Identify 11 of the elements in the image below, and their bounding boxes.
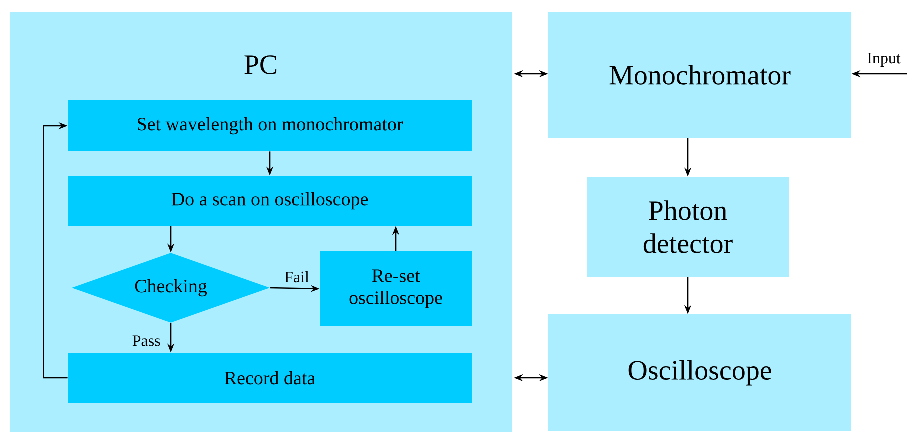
process-box: Re-set oscilloscope <box>320 252 472 326</box>
edge-label: Fail <box>285 271 310 283</box>
process-box: Do a scan on oscilloscope <box>68 176 472 226</box>
process-box: Record data <box>68 353 472 403</box>
device-box: Oscilloscope <box>548 314 852 432</box>
device-box: Photon detector <box>587 177 789 277</box>
arrow <box>43 122 68 379</box>
process-box: Set wavelength on monochromator <box>68 100 472 152</box>
edge-label: Input <box>868 53 901 67</box>
device-box: Monochromator <box>548 12 852 138</box>
edge-label: Pass <box>132 336 160 346</box>
